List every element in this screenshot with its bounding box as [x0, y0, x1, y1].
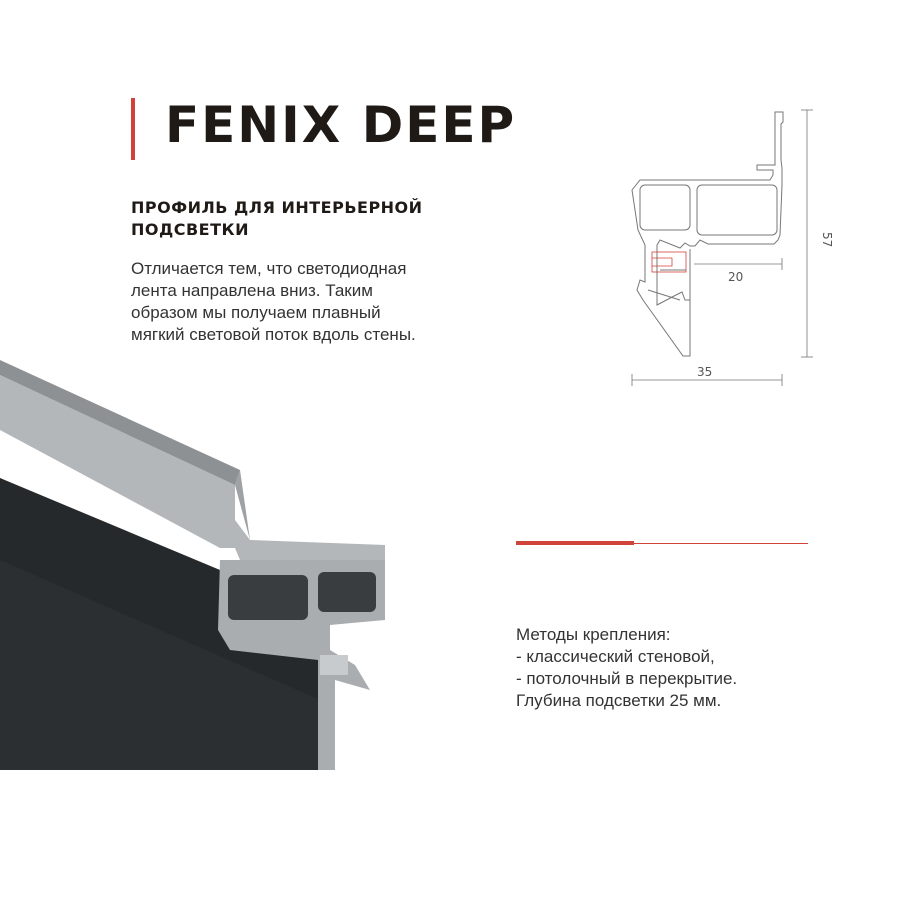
description-line: образом мы получаем плавный [131, 303, 381, 322]
product-subtitle: ПРОФИЛЬ ДЛЯ ИНТЕРЬЕРНОЙ ПОДСВЕТКИ [131, 198, 423, 239]
section-divider-accent [516, 541, 634, 545]
profile-cross-section-drawing [631, 111, 784, 357]
title-accent-bar [131, 98, 135, 160]
product-description: Отличается тем, что светодиодная лента н… [131, 258, 491, 346]
mounting-depth: Глубина подсветки 25 мм. [516, 691, 722, 710]
product-title: FENIX DEEP [165, 96, 517, 154]
led-strip-drawing [651, 251, 687, 273]
description-line: Отличается тем, что светодиодная [131, 259, 407, 278]
profile-3d-render [0, 360, 385, 770]
mounting-item: - классический стеновой, [516, 647, 715, 666]
width-dimension-label: 35 [697, 365, 712, 379]
dimension-lines [631, 109, 813, 386]
description-line: лента направлена вниз. Таким [131, 281, 373, 300]
height-dimension-label: 57 [820, 232, 834, 247]
mounting-heading: Методы крепления: [516, 625, 671, 644]
mounting-info: Методы крепления: - классический стеново… [516, 624, 737, 712]
section-divider [516, 543, 808, 544]
mounting-item: - потолочный в перекрытие. [516, 669, 738, 688]
description-line: мягкий световой поток вдоль стены. [131, 325, 416, 344]
depth-dimension-label: 20 [728, 270, 743, 284]
